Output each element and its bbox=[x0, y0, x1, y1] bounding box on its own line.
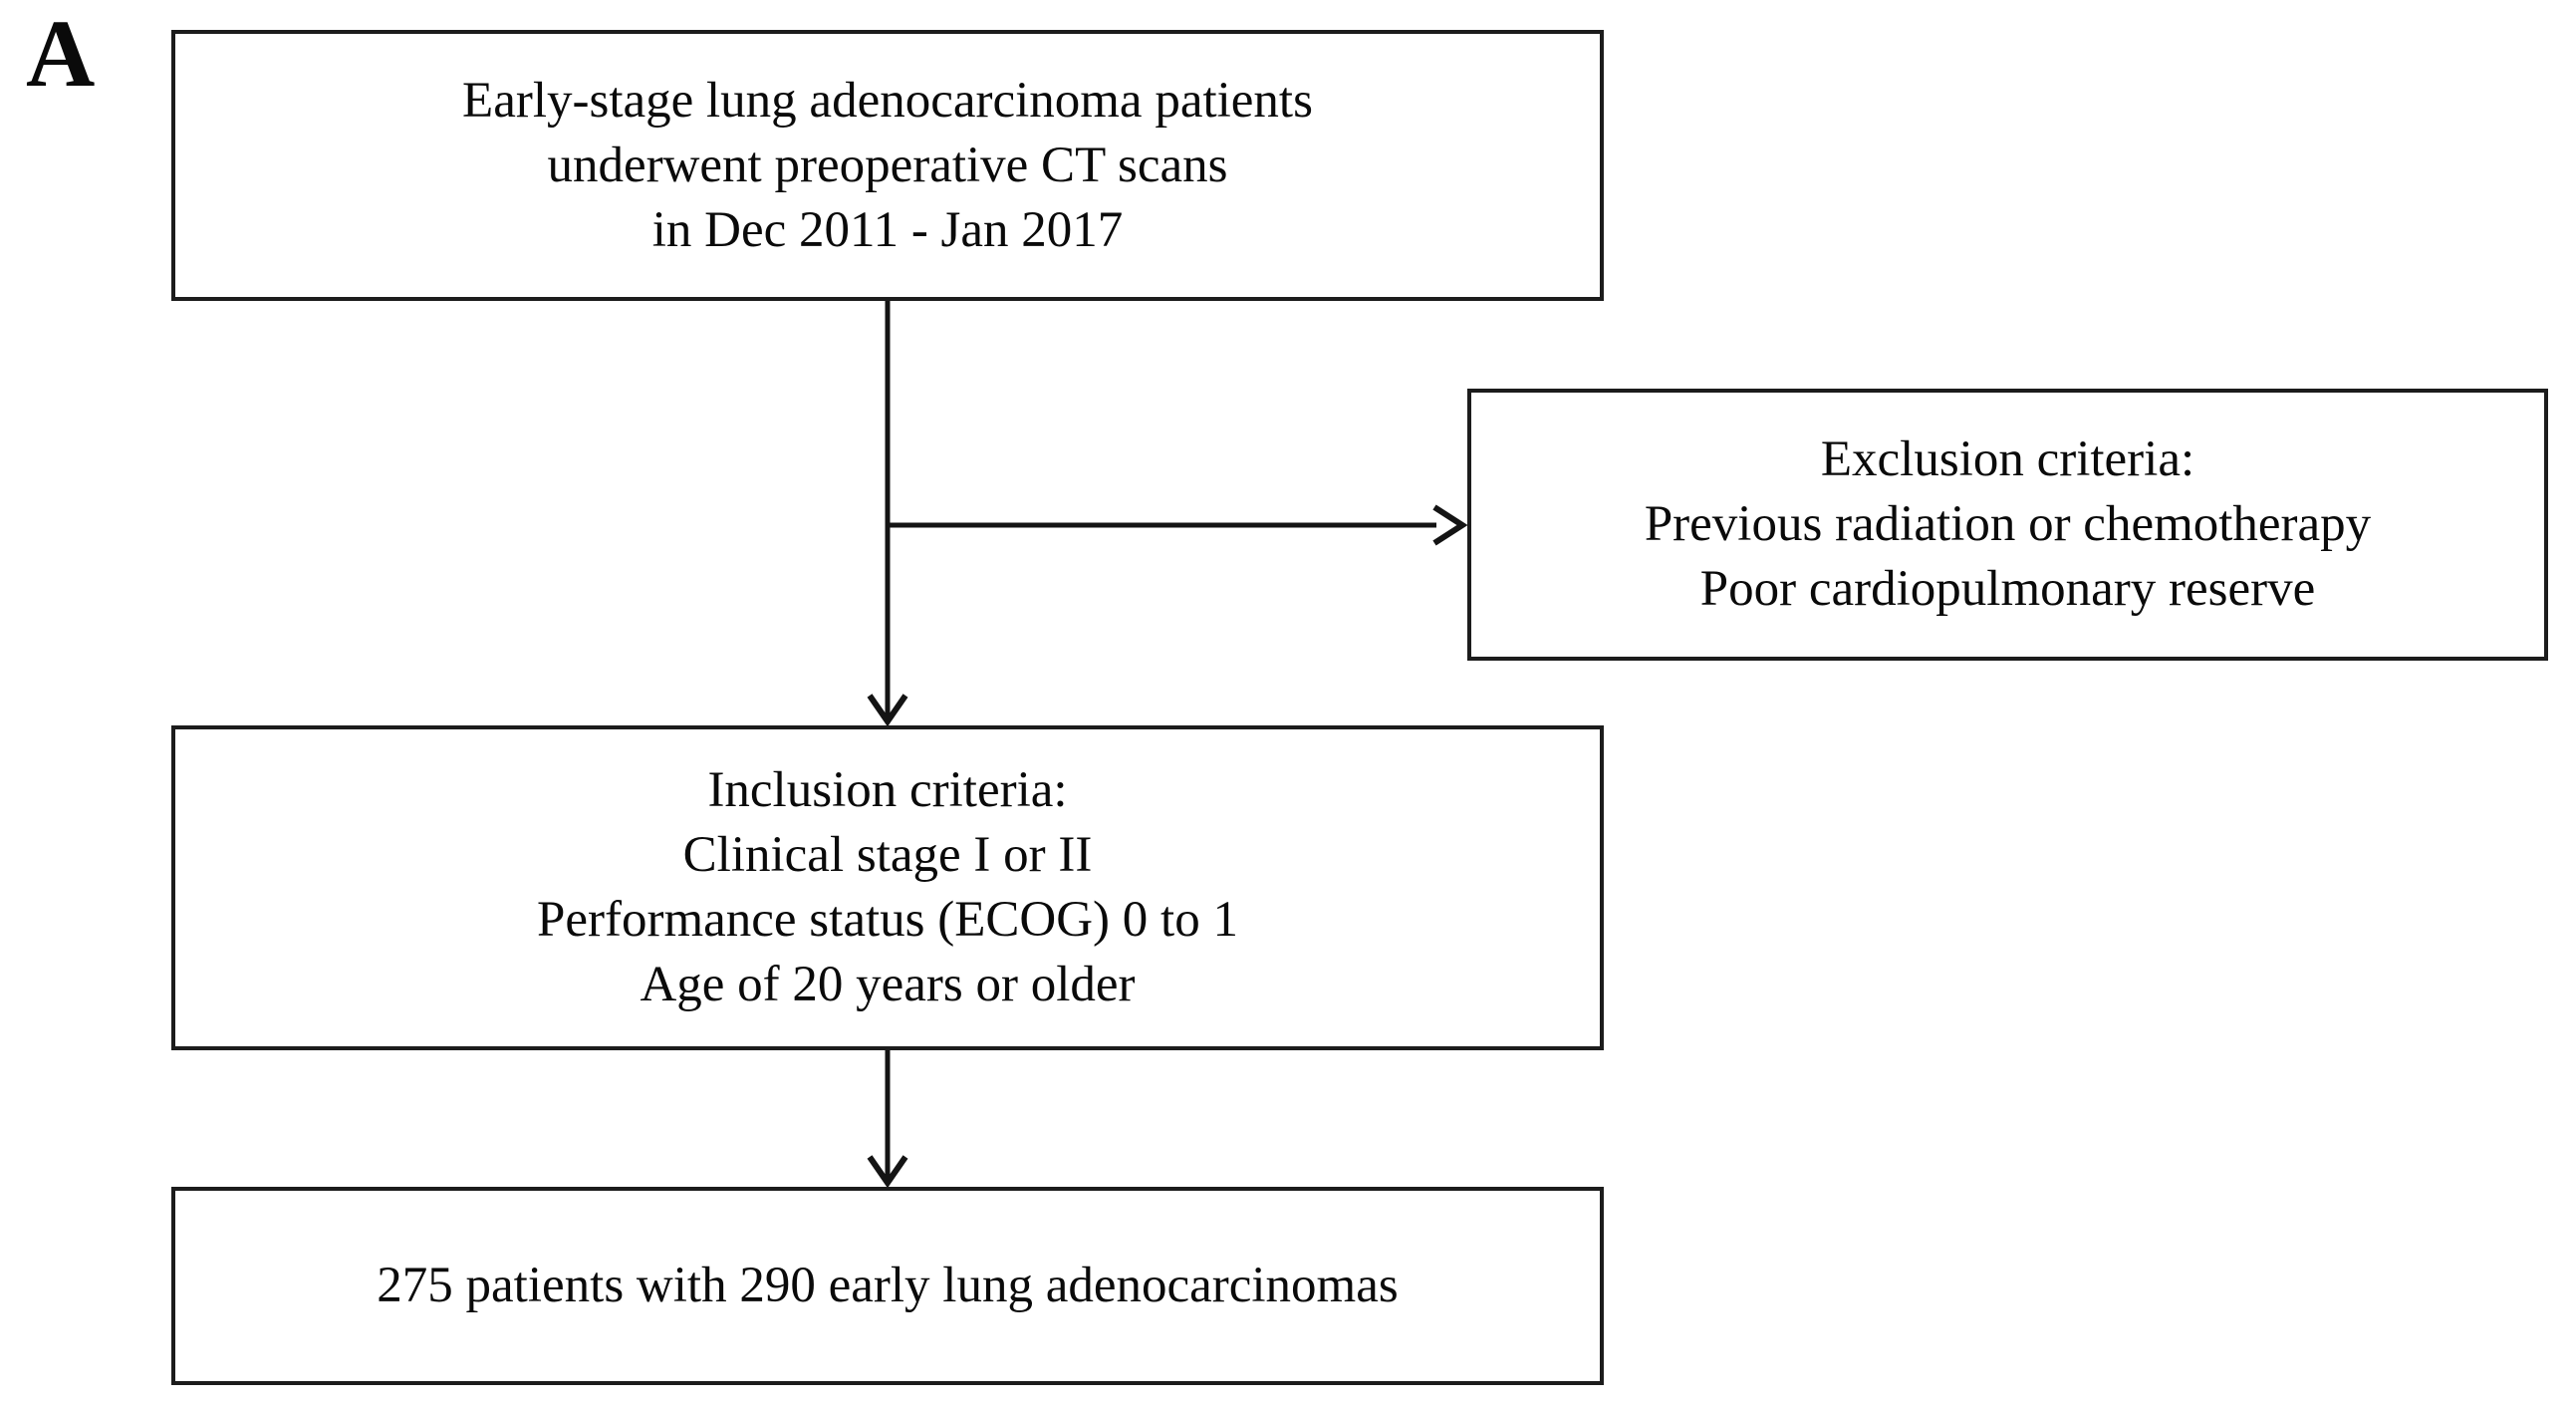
source-line-2: underwent preoperative CT scans bbox=[547, 137, 1228, 193]
box-exclusion-criteria: Exclusion criteria: Previous radiation o… bbox=[1467, 389, 2548, 661]
arrow-branch-to-exclusion bbox=[888, 504, 1468, 546]
box-inclusion-criteria: Inclusion criteria: Clinical stage I or … bbox=[171, 725, 1604, 1050]
result-line-1: 275 patients with 290 early lung adenoca… bbox=[377, 1258, 1399, 1313]
box-result-cohort: 275 patients with 290 early lung adenoca… bbox=[171, 1187, 1604, 1385]
box-source-population: Early-stage lung adenocarcinoma patients… bbox=[171, 30, 1604, 301]
inclusion-line-3: Performance status (ECOG) 0 to 1 bbox=[537, 892, 1238, 948]
arrow-inclusion-to-result bbox=[867, 1050, 908, 1189]
panel-label: A bbox=[26, 0, 96, 107]
arrow-source-to-inclusion bbox=[867, 301, 908, 727]
source-line-3: in Dec 2011 - Jan 2017 bbox=[651, 201, 1124, 258]
source-line-1: Early-stage lung adenocarcinoma patients bbox=[462, 72, 1313, 129]
exclusion-line-1: Exclusion criteria: bbox=[1820, 431, 2195, 487]
arrowhead-right-icon bbox=[1432, 504, 1468, 546]
arrowhead-down-icon bbox=[867, 1155, 908, 1189]
inclusion-line-2: Clinical stage I or II bbox=[682, 827, 1093, 883]
exclusion-line-2: Previous radiation or chemotherapy bbox=[1644, 496, 2372, 552]
arrowhead-down-icon bbox=[867, 694, 908, 727]
inclusion-line-1: Inclusion criteria: bbox=[707, 762, 1068, 818]
inclusion-line-4: Age of 20 years or older bbox=[640, 957, 1136, 1012]
exclusion-line-3: Poor cardiopulmonary reserve bbox=[1699, 561, 2316, 617]
